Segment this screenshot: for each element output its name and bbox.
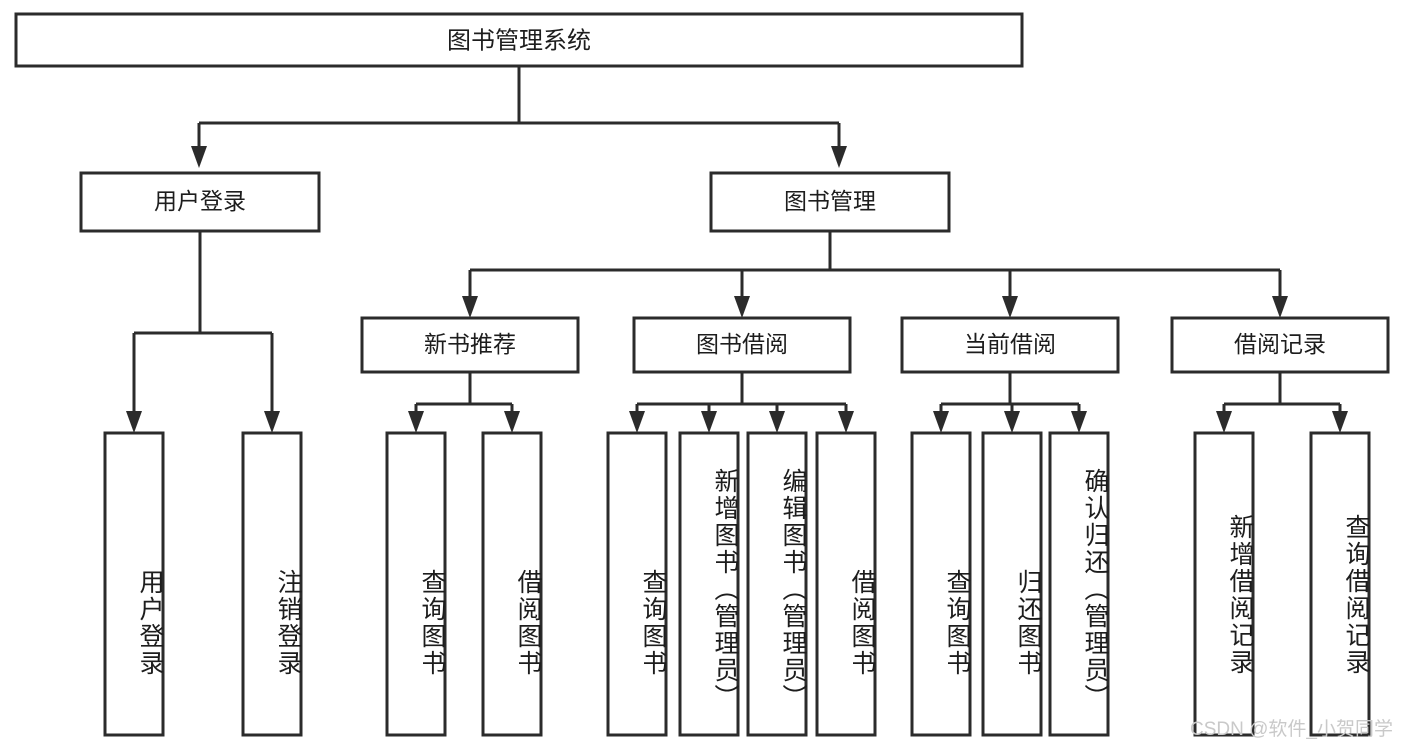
- leaf-box-query-book-2[interactable]: [606, 431, 668, 737]
- arrow-head-icon: [1272, 296, 1288, 318]
- arrow-head-icon: [191, 146, 207, 168]
- arrow-head-icon: [838, 411, 854, 433]
- node-book-management-label: 图书管理: [784, 188, 876, 214]
- node-new-book-recommend-label: 新书推荐: [424, 331, 516, 357]
- connector-user-login-fanout: [126, 231, 280, 433]
- node-book-borrow-label: 图书借阅: [696, 331, 788, 357]
- arrow-head-icon: [769, 411, 785, 433]
- connector-current-borrow-fanout: [933, 372, 1087, 433]
- arrow-head-icon: [1004, 411, 1020, 433]
- arrow-head-icon: [1071, 411, 1087, 433]
- arrow-head-icon: [408, 411, 424, 433]
- node-borrow-record-label: 借阅记录: [1234, 331, 1326, 357]
- arrow-head-icon: [462, 296, 478, 318]
- node-new-book-recommend[interactable]: 新书推荐: [360, 316, 580, 374]
- node-book-borrow[interactable]: 图书借阅: [632, 316, 852, 374]
- arrow-head-icon: [264, 411, 280, 433]
- arrow-head-icon: [933, 411, 949, 433]
- arrow-head-icon: [629, 411, 645, 433]
- leaf-box-logout[interactable]: [241, 431, 303, 737]
- node-book-management[interactable]: 图书管理: [709, 171, 951, 233]
- node-root-label: 图书管理系统: [447, 27, 591, 54]
- connector-book-management-fanout: [462, 231, 1288, 318]
- arrow-head-icon: [734, 296, 750, 318]
- leaf-box-query-record[interactable]: [1309, 431, 1371, 737]
- connector-root-trunk: [191, 66, 847, 168]
- node-user-login-box: [79, 171, 321, 233]
- arrow-head-icon: [504, 411, 520, 433]
- leaf-box-query-book-1[interactable]: [385, 431, 447, 737]
- leaf-box-add-record[interactable]: [1193, 431, 1255, 737]
- node-root[interactable]: 图书管理系统: [14, 12, 1024, 68]
- arrow-head-icon: [831, 146, 847, 168]
- leaf-box-return-book[interactable]: [981, 431, 1043, 737]
- node-root-box: [14, 12, 1024, 68]
- arrow-head-icon: [1002, 296, 1018, 318]
- node-current-borrow[interactable]: 当前借阅: [900, 316, 1120, 374]
- connector-new-book-recommend-fanout: [408, 372, 520, 433]
- node-current-borrow-box: [900, 316, 1120, 374]
- connector-borrow-record-fanout: [1216, 372, 1348, 433]
- connector-book-borrow-fanout: [629, 372, 854, 433]
- leaf-box-add-book[interactable]: [678, 431, 740, 737]
- arrow-head-icon: [126, 411, 142, 433]
- leaf-box-edit-book[interactable]: [746, 431, 808, 737]
- arrow-head-icon: [1332, 411, 1348, 433]
- watermark-text: CSDN @软件_小贺同学: [1190, 719, 1393, 740]
- node-current-borrow-label: 当前借阅: [964, 331, 1056, 357]
- leaf-box-query-book-3[interactable]: [910, 431, 972, 737]
- leaf-box-confirm-return[interactable]: [1048, 431, 1110, 737]
- node-user-login-label: 用户登录: [154, 188, 246, 214]
- arrow-head-icon: [701, 411, 717, 433]
- node-new-book-recommend-box: [360, 316, 580, 374]
- leaf-box-borrow-book-2[interactable]: [815, 431, 877, 737]
- leaf-box-user-login[interactable]: [103, 431, 165, 737]
- node-borrow-record[interactable]: 借阅记录: [1170, 316, 1390, 374]
- leaf-box-borrow-book-1[interactable]: [481, 431, 543, 737]
- node-user-login[interactable]: 用户登录: [79, 171, 321, 233]
- arrow-head-icon: [1216, 411, 1232, 433]
